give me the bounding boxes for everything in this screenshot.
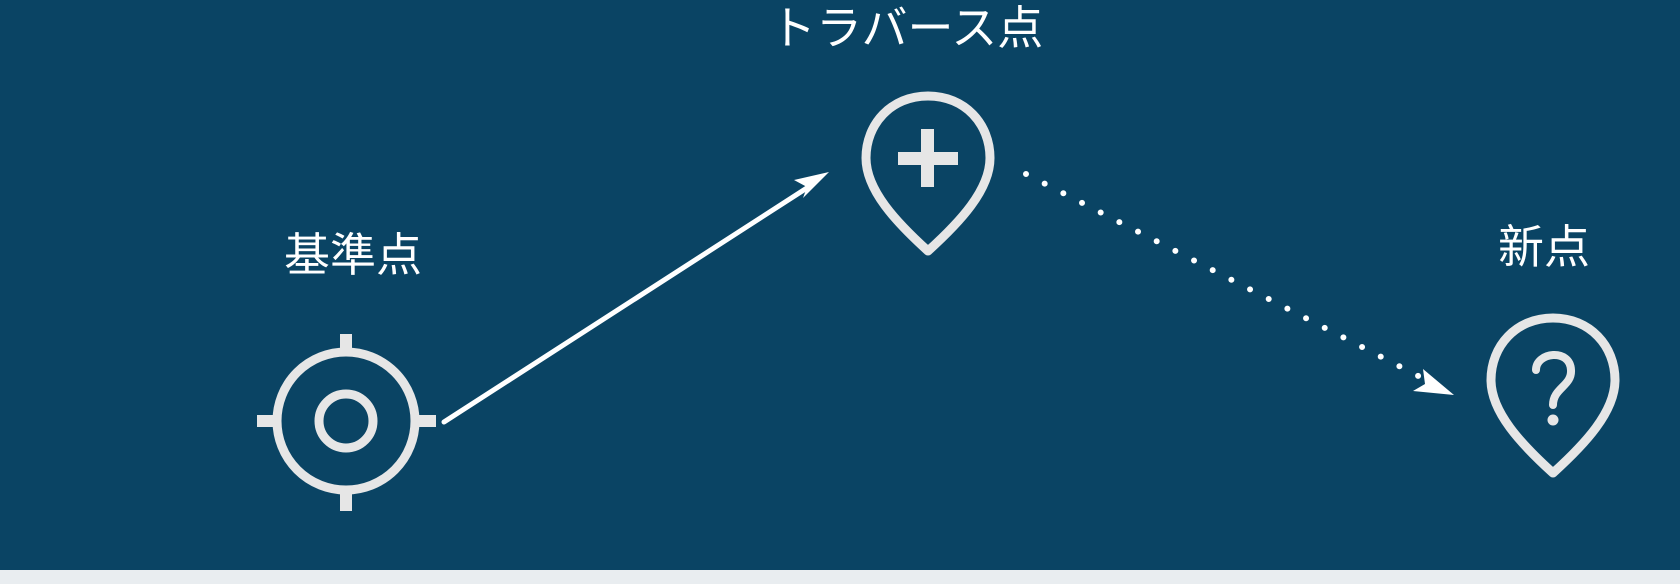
diagram-panel [0,0,1680,570]
arrow-base-to-traverse [441,172,829,425]
target-icon [257,334,436,511]
new-point-label: 新点 [1498,220,1590,274]
arrow-traverse-to-new [1023,171,1454,395]
map-pin-plus-icon [861,91,995,256]
traverse-point-label: トラバース点 [770,1,1044,55]
base-point-label: 基準点 [284,228,422,282]
map-pin-question-icon [1486,313,1620,478]
